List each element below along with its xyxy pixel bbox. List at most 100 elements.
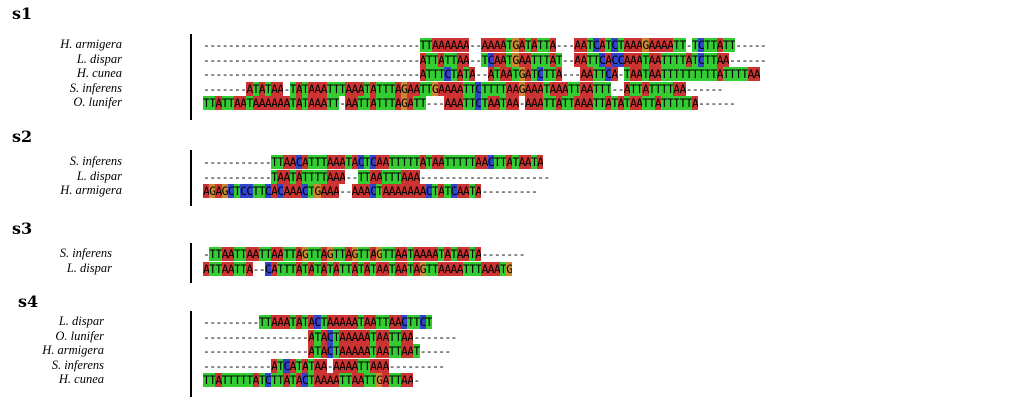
base-A: A — [623, 81, 630, 96]
species-name: S. inferens — [59, 246, 112, 260]
base-T: T — [320, 155, 327, 169]
base-T: T — [363, 247, 371, 261]
base-A: A — [493, 261, 500, 276]
base-T: T — [450, 52, 457, 67]
base-A: A — [320, 358, 327, 373]
base-A: A — [654, 38, 661, 52]
base-A: A — [506, 96, 513, 111]
gap: - — [259, 170, 265, 184]
base-T: T — [530, 52, 538, 67]
gap: - — [352, 170, 358, 184]
base-T: T — [289, 96, 296, 111]
base-A: A — [679, 81, 686, 96]
base-A: A — [326, 155, 333, 169]
sequence-row: -----------------ATACTAAAAATAATTAAT----- — [203, 344, 451, 359]
gap: - — [413, 359, 419, 373]
gap: - — [401, 67, 407, 81]
base-T: T — [277, 155, 284, 169]
gap: - — [253, 155, 259, 169]
base-A: A — [456, 261, 463, 276]
gap: - — [253, 170, 259, 184]
base-T: T — [431, 52, 439, 67]
base-A: A — [469, 67, 476, 82]
gap: - — [438, 170, 444, 184]
gap: - — [376, 67, 382, 81]
base-T: T — [642, 96, 649, 111]
base-A: A — [320, 329, 327, 344]
base-C: C — [277, 184, 284, 199]
base-T: T — [667, 96, 674, 111]
base-T: T — [450, 247, 457, 261]
sequence-row: -----------------------------------ATTTC… — [203, 67, 760, 82]
gap: - — [271, 344, 277, 358]
base-C: C — [537, 67, 544, 82]
base-T: T — [258, 373, 265, 388]
base-T: T — [233, 373, 241, 388]
gap: - — [265, 170, 271, 184]
base-C: C — [264, 184, 272, 199]
base-T: T — [388, 169, 395, 184]
gap: - — [327, 359, 333, 373]
base-T: T — [264, 247, 272, 261]
gap: - — [729, 96, 735, 110]
base-A: A — [580, 81, 587, 96]
base-T: T — [246, 373, 253, 388]
gap: - — [401, 53, 407, 67]
base-T: T — [450, 67, 457, 82]
gap: - — [475, 170, 481, 184]
base-T: T — [419, 38, 426, 52]
base-A: A — [407, 344, 414, 359]
base-A: A — [462, 184, 470, 199]
alignment-divider — [190, 243, 192, 283]
gap: - — [345, 67, 351, 81]
base-A: A — [667, 38, 674, 52]
gap: - — [240, 53, 246, 67]
gap: - — [234, 359, 240, 373]
gap: - — [710, 82, 716, 96]
base-A: A — [691, 96, 698, 111]
base-A: A — [283, 315, 290, 329]
base-T: T — [357, 358, 364, 373]
gap: - — [246, 170, 252, 184]
gap: - — [203, 67, 209, 81]
section-label: s1 — [12, 4, 33, 23]
base-A: A — [530, 96, 538, 111]
gap: - — [438, 330, 444, 344]
base-T: T — [394, 344, 401, 359]
base-A: A — [277, 169, 284, 184]
base-T: T — [462, 96, 470, 111]
base-T: T — [629, 81, 637, 96]
base-A: A — [308, 96, 315, 111]
base-A: A — [277, 247, 284, 261]
base-A: A — [487, 67, 494, 82]
gap: - — [704, 96, 710, 110]
gap: - — [265, 67, 271, 81]
base-A: A — [605, 52, 612, 67]
base-A: A — [252, 373, 259, 388]
base-T: T — [605, 38, 612, 52]
base-A: A — [438, 184, 445, 199]
base-A: A — [413, 247, 420, 261]
base-T: T — [469, 81, 476, 96]
gap: - — [420, 359, 426, 373]
base-T: T — [388, 247, 395, 261]
species-name: L. dispar — [76, 168, 122, 183]
base-T: T — [283, 247, 290, 261]
gap: - — [277, 38, 283, 52]
gap: - — [296, 344, 302, 358]
base-A: A — [339, 315, 346, 329]
base-A: A — [332, 184, 340, 199]
base-T: T — [679, 38, 686, 52]
base-A: A — [574, 38, 581, 52]
gap: - — [444, 330, 450, 344]
gap: - — [568, 67, 574, 81]
base-A: A — [438, 155, 445, 169]
base-T: T — [308, 169, 315, 184]
base-A: A — [623, 38, 630, 52]
base-A: A — [382, 358, 389, 373]
base-T: T — [660, 52, 668, 67]
base-A: A — [654, 52, 661, 67]
gap: - — [215, 170, 221, 184]
gap: - — [500, 247, 506, 261]
gap: - — [481, 247, 487, 261]
